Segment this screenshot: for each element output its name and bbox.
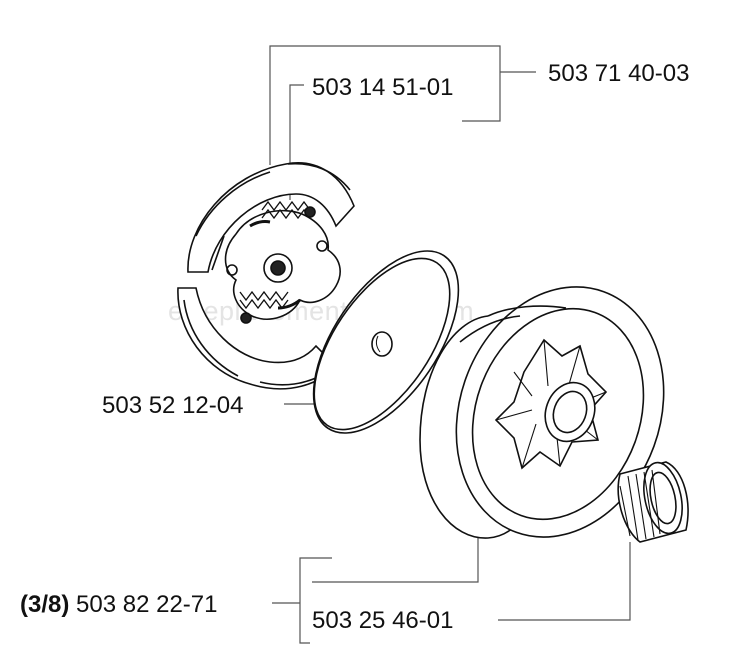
leader-clutch-spring	[289, 84, 304, 200]
clutch-drum	[419, 286, 665, 539]
leader-lines	[269, 45, 631, 644]
leader-drum	[312, 538, 479, 583]
pitch-label: (3/8)	[20, 591, 70, 618]
part-label-clutch-spring: 503 14 51-01	[312, 74, 454, 101]
needle-bearing	[617, 461, 689, 543]
part-label-washer: 503 52 12-04	[102, 392, 244, 419]
part-label-drum-assembly: (3/8) 503 82 22-71	[20, 593, 218, 617]
drum-assembly-number: 503 82 22-71	[76, 591, 218, 618]
bracket-drum	[299, 557, 332, 644]
washer	[312, 250, 460, 434]
part-label-needle-bearing: 503 25 46-01	[312, 607, 454, 634]
leader-needle-bearing	[498, 542, 631, 621]
spring-upper	[261, 200, 311, 220]
part-label-clutch-assembly: 503 71 40-03	[548, 60, 690, 87]
spring-lower	[239, 290, 289, 310]
clutch-shoes	[177, 162, 355, 390]
bracket-clutch-assembly	[269, 45, 501, 165]
